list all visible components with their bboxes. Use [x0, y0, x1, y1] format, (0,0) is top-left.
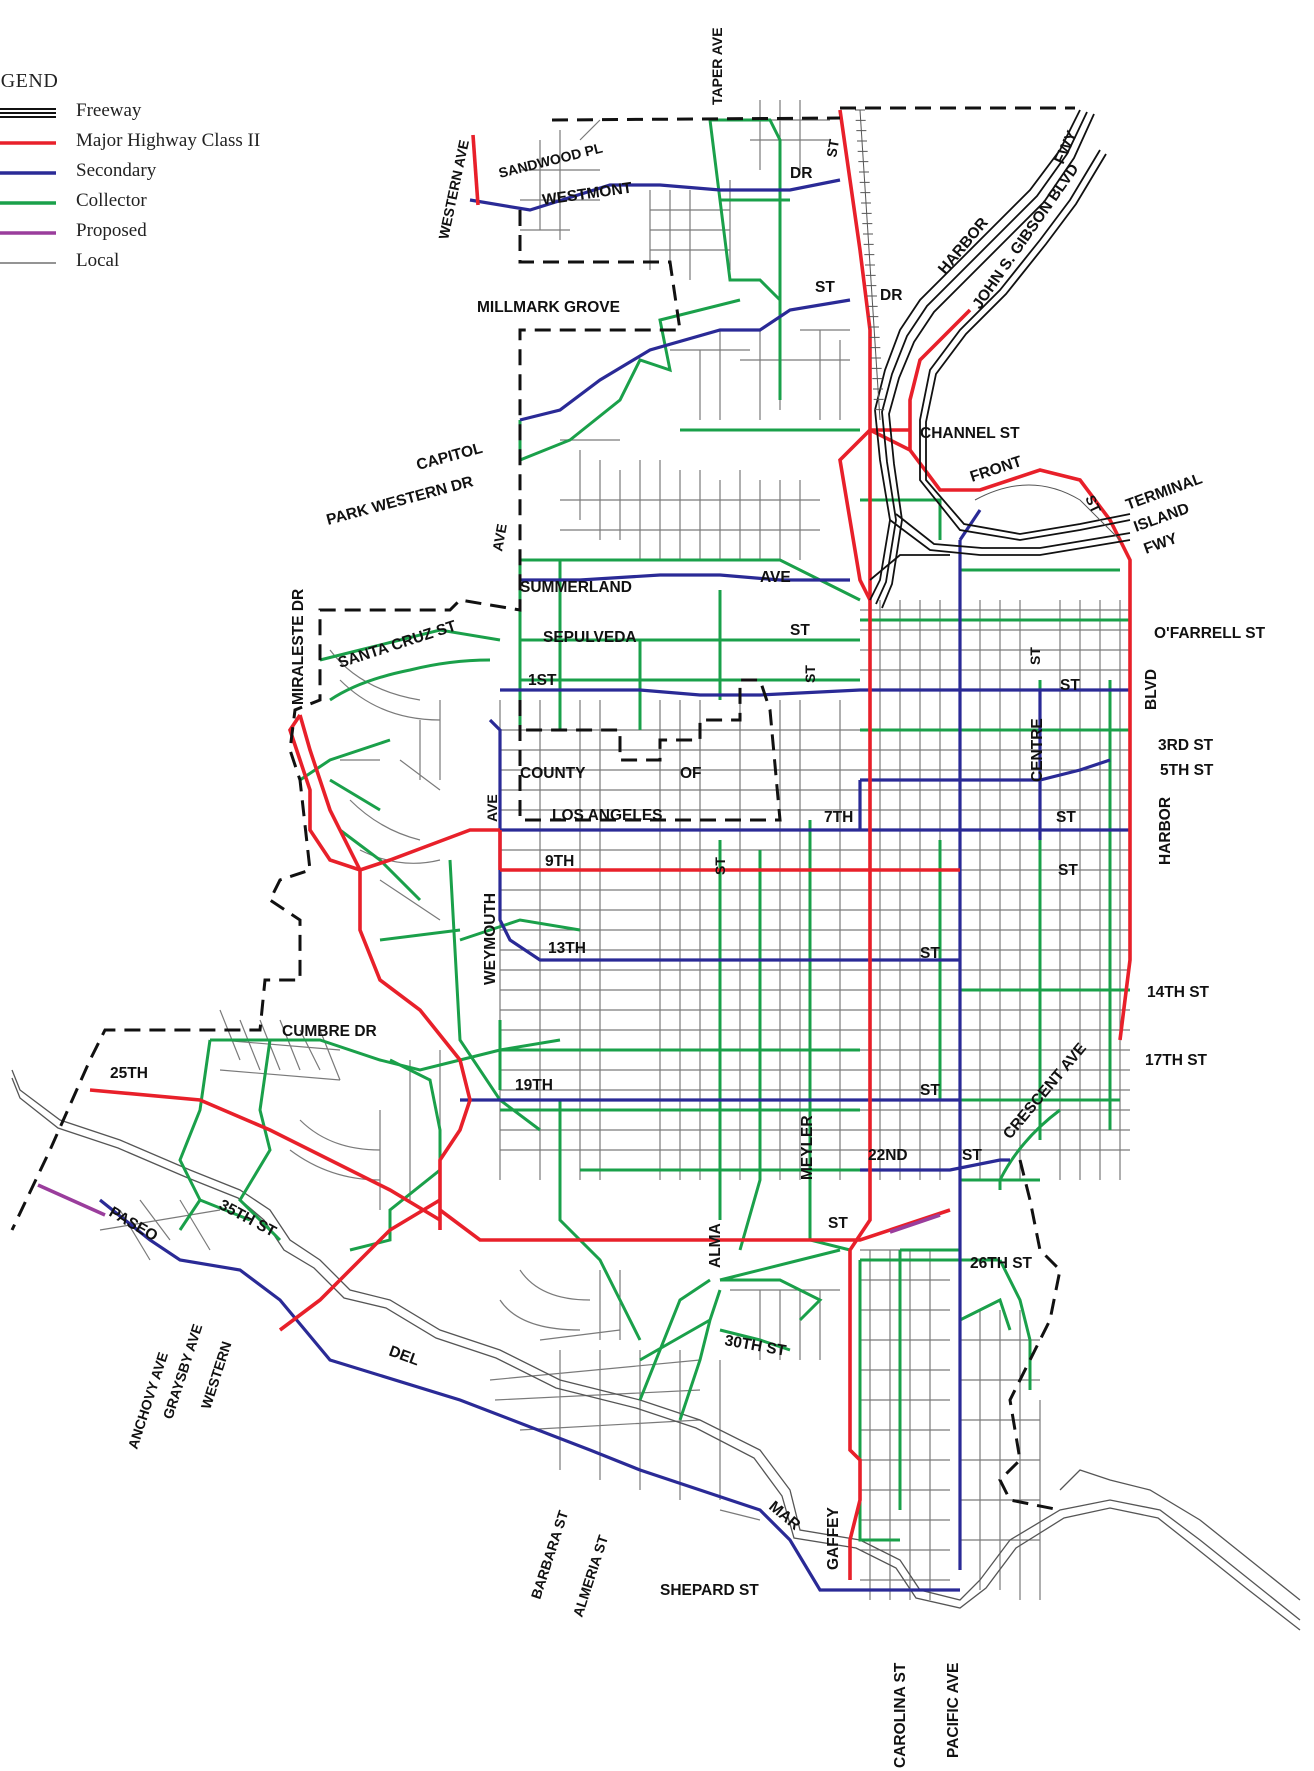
label-county: COUNTY — [520, 765, 586, 782]
label-los-angeles: LOS ANGELES — [552, 807, 663, 824]
label-22nd: 22ND — [868, 1147, 908, 1164]
label-st-25th: ST — [828, 1215, 848, 1232]
label-17th-st: 17TH ST — [1145, 1052, 1208, 1069]
label-meyler: MEYLER — [799, 1115, 816, 1180]
label-ave-capitol: AVE — [489, 522, 510, 552]
label-blvd: BLVD — [1143, 669, 1160, 710]
label-13th: 13TH — [548, 940, 586, 957]
label-cumbre-dr: CUMBRE DR — [282, 1023, 377, 1040]
label-3rd-st: 3RD ST — [1158, 737, 1214, 754]
label-centre: CENTRE — [1029, 718, 1046, 782]
proposed-streets-layer — [37, 1183, 941, 1234]
label-14th-st: 14TH ST — [1147, 984, 1210, 1001]
legend-item-collector: Collector — [0, 186, 330, 216]
label-st-8th: ST — [1058, 862, 1078, 879]
legend-swatch-freeway — [0, 108, 56, 118]
label-harbor-north: HARBOR — [935, 215, 992, 278]
label-5th-st: 5TH ST — [1160, 762, 1214, 779]
label-25th: 25TH — [110, 1065, 148, 1082]
label-st-22nd: ST — [962, 1147, 982, 1164]
label-sepulveda: SEPULVEDA — [543, 629, 637, 646]
legend-label-major: Major Highway Class II — [76, 130, 261, 151]
label-st-sepulveda: ST — [790, 622, 810, 639]
label-barbara-st: BARBARA ST — [528, 1508, 572, 1601]
label-front: FRONT — [968, 453, 1025, 486]
legend-item-proposed: Proposed — [0, 216, 330, 246]
label-ave-weymouth: AVE — [484, 794, 500, 822]
label-western-south: WESTERN — [198, 1339, 235, 1411]
label-park-western-dr: PARK WESTERN DR — [325, 473, 476, 529]
label-19th: 19TH — [515, 1077, 553, 1094]
label-almeria-st: ALMERIA ST — [570, 1533, 612, 1619]
legend-label-collector: Collector — [76, 190, 147, 211]
coastline — [11, 1069, 1301, 1631]
legend-swatch-collector — [0, 201, 56, 205]
label-st-millmark: ST — [815, 279, 835, 296]
label-pacific-ave: PACIFIC AVE — [945, 1663, 962, 1758]
city-boundary — [10, 106, 1075, 1512]
label-weymouth: WEYMOUTH — [482, 893, 499, 985]
label-paseo: PASEO — [106, 1204, 161, 1245]
label-crescent-ave: CRESCENT AVE — [1000, 1040, 1090, 1143]
label-shepard-st: SHEPARD ST — [660, 1582, 759, 1599]
label-john-s-gibson-blvd: JOHN S. GIBSON BLVD — [969, 161, 1082, 312]
label-st-19th: ST — [920, 1082, 940, 1099]
label-st-1st: ST — [1060, 677, 1080, 694]
label-st-1st-mid: ST — [802, 665, 818, 683]
legend-swatch-secondary — [0, 171, 56, 175]
legend-label-freeway: Freeway — [76, 100, 142, 121]
label-st-front: ST — [1082, 493, 1104, 516]
legend-swatch-local — [0, 262, 56, 264]
label-30th-st: 30TH ST — [723, 1332, 788, 1360]
label-fwy: FWY — [1051, 128, 1081, 167]
label-26th-st: 26TH ST — [970, 1255, 1033, 1272]
label-sandwood-pl: SANDWOOD PL — [497, 140, 605, 181]
railroad-track — [855, 109, 1121, 541]
freeway-layer — [869, 109, 1131, 609]
legend-label-local: Local — [76, 250, 120, 271]
legend-item-local: Local — [0, 246, 330, 276]
label-dr-harbor: DR — [880, 287, 902, 304]
label-st-7th: ST — [1056, 809, 1076, 826]
label-dr-westmont: DR — [790, 165, 812, 182]
label-alma: ALMA — [707, 1223, 724, 1268]
label-st-centre: ST — [1027, 647, 1043, 665]
label-9th: 9TH — [545, 853, 574, 870]
label-7th: 7TH — [824, 809, 853, 826]
legend-swatch-proposed — [0, 231, 56, 235]
label-harbor-east: HARBOR — [1157, 797, 1174, 865]
label-of: OF — [680, 765, 702, 782]
label-fwy-terminal: FWY — [1142, 530, 1181, 558]
label-35th-st: 35TH ST — [216, 1197, 279, 1241]
legend-item-freeway: Freeway — [0, 96, 330, 126]
legend-item-secondary: Secondary — [0, 156, 330, 186]
label-millmark-grove: MILLMARK GROVE — [477, 299, 620, 316]
label-capitol: CAPITOL — [415, 440, 485, 474]
label-1st: 1ST — [528, 672, 557, 689]
label-st-9th: ST — [712, 857, 728, 875]
label-ave-summerland: AVE — [760, 569, 791, 586]
label-st-top: ST — [823, 138, 842, 159]
label-ofarrell-st: O'FARRELL ST — [1154, 625, 1266, 642]
label-taper-ave: TAPER AVE — [709, 27, 725, 105]
legend-swatch-major — [0, 141, 56, 145]
label-western-ave-north: WESTERN AVE — [435, 138, 472, 240]
label-st-13th: ST — [920, 945, 940, 962]
label-channel-st: CHANNEL ST — [920, 425, 1020, 442]
label-carolina-st: CAROLINA ST — [892, 1662, 909, 1768]
collector-streets-layer — [178, 118, 1130, 1542]
label-summerland: SUMMERLAND — [520, 579, 632, 596]
legend-label-proposed: Proposed — [76, 220, 147, 241]
label-del: DEL — [387, 1343, 422, 1370]
secondary-streets-layer — [99, 178, 1130, 1592]
label-gaffey: GAFFEY — [825, 1506, 842, 1570]
label-westmont: WESTMONT — [541, 179, 633, 208]
legend-item-major: Major Highway Class II — [0, 126, 330, 156]
label-miraleste-dr: MIRALESTE DR — [290, 589, 307, 705]
legend-label-secondary: Secondary — [76, 160, 157, 181]
